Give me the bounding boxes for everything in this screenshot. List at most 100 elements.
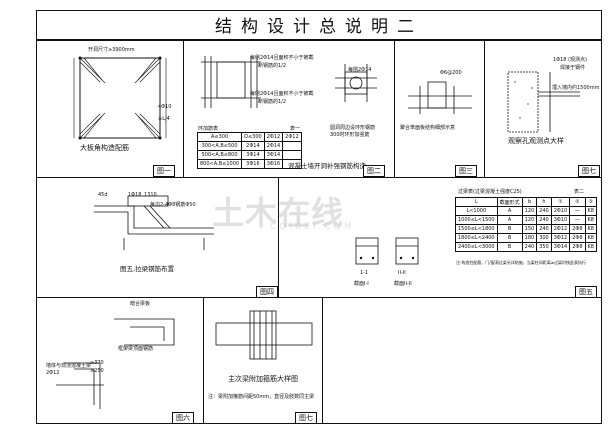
fig7-note5: 墙体与现浇混凝土梁	[46, 363, 92, 369]
table-cell: 2Φ12	[550, 224, 571, 234]
table-cell: 800<A,B≤1000	[196, 159, 243, 169]
table-cell: 2Φ8	[569, 233, 586, 243]
table-cell: 180	[521, 233, 538, 243]
table-cell: 240	[536, 224, 552, 234]
table-cell: D≤300	[241, 132, 265, 142]
fig5-note3: 1310	[144, 192, 157, 198]
fig6-sec-b: 截面II-II	[394, 281, 412, 287]
table-cell: 240	[536, 206, 552, 216]
fig1-dim-top: 开洞尺寸≥3900mm	[88, 47, 135, 53]
fig2-note-b: 每侧2Φ14且面积不小于被截	[250, 91, 314, 97]
fig2-note-c: 每侧2Φ14	[348, 67, 372, 73]
fig2-note-b2: 断钢筋的1/2	[258, 99, 287, 105]
table-cell: K8	[584, 242, 598, 252]
table-cell: 300<A,B≤500	[196, 141, 243, 151]
fig7-note4: ≥250	[90, 368, 104, 374]
fig6-label: 图五	[575, 286, 597, 298]
table-cell: A	[496, 206, 523, 216]
fig5-caption: 图五,拉梁钢筋布置	[120, 265, 175, 273]
fig8-label: 图七	[295, 412, 317, 424]
fig6-table-no: 表二	[574, 189, 585, 195]
fig3-note: 聚合苯面板结构细部示意	[400, 125, 456, 131]
fig1-label: 图一	[153, 165, 175, 177]
fig3-dim: Φ6@200	[440, 70, 462, 76]
fig6-lab-a: 1-1	[360, 270, 369, 276]
fig5-note4: 每边2-4Φ8钢筋Φ50	[150, 202, 196, 208]
table-cell: 3Φ12	[550, 233, 571, 243]
fig7-note2: 框架梁顶面钢筋	[118, 346, 154, 352]
fig7-note3: ≥370	[90, 360, 104, 366]
table-cell: 3Φ10	[550, 215, 571, 225]
fig6-lab-b: II-II	[398, 270, 406, 276]
fig8-note: 注：梁附加箍筋间距50mm，直径及肢数同主梁	[208, 394, 315, 400]
fig4-note2: 焊接于钢件	[560, 65, 586, 71]
table-cell: K8	[584, 206, 598, 216]
fig2-table-header: 表一	[290, 126, 301, 132]
table-cell: 240	[536, 215, 552, 225]
table-cell: A≤300	[196, 132, 243, 142]
watermark-sub: COIBEI.COM	[270, 222, 355, 232]
fig7-note1: 暗合梁板	[130, 301, 151, 307]
fig6-table-title: 过梁表(过梁混凝土强度C25)	[458, 189, 522, 195]
table-cell: K8	[584, 224, 598, 234]
table-cell: 3Φ14	[263, 150, 284, 160]
fig2-label: 图二	[363, 165, 385, 177]
table-header-cell: ③	[584, 197, 598, 207]
table-cell: —	[569, 215, 586, 225]
fig7-note6: 2Φ12	[46, 370, 60, 376]
fig2-note-a: 每侧2Φ14且面积不小于被截	[250, 55, 314, 61]
table-cell: B	[496, 233, 523, 243]
panel-fig6	[278, 177, 602, 298]
table-cell: K8	[584, 215, 598, 225]
fig2-caption: 混凝土墙开洞补强钢筋构造	[288, 162, 366, 170]
table-cell: 3Φ16	[241, 159, 265, 169]
table-cell: 3Φ14	[550, 242, 571, 252]
table-cell: 120	[521, 206, 538, 216]
fig1-corner-reinforcement-drawing	[73, 56, 167, 140]
table-cell	[282, 141, 302, 151]
table-cell: 240	[521, 242, 538, 252]
fig3-detail-drawing	[408, 81, 472, 114]
fig7-slab-detail-drawing	[56, 318, 175, 409]
fig1-dim-side2: ≥L/4	[158, 116, 170, 122]
table-cell: 1000≤L<1500	[455, 215, 498, 225]
table-header-cell: 截面形式	[496, 197, 523, 207]
fig1-caption: 大板角构造配筋	[80, 144, 129, 152]
fig5-label: 图四	[256, 286, 278, 298]
table-cell: 2Φ8	[569, 242, 586, 252]
fig2-table-title: 环加筋表	[198, 126, 219, 132]
fig4-label: 图七	[578, 165, 600, 177]
fig6-note: 注:构造柱配筋、门/窗洞过梁另详结施，当梁柱间距离≥过梁时按此表执行	[456, 260, 587, 265]
fig4-caption: 观察孔观测点大样	[508, 137, 564, 145]
table-cell: 120	[521, 215, 538, 225]
table-header-cell: L	[455, 197, 498, 207]
fig4-note3: 埋入墙内约1500mm	[552, 85, 600, 91]
table-cell: A	[496, 215, 523, 225]
table-cell: 1500≤L<1800	[455, 224, 498, 234]
fig5-note1: 45d	[98, 192, 108, 198]
watermark-main: 土木在线	[212, 194, 345, 232]
table-cell: 2Φ12	[282, 132, 302, 142]
fig1-dim-side: 4Φ10	[158, 104, 172, 110]
table-cell	[282, 150, 302, 160]
table-header-cell: ②	[569, 197, 586, 207]
table-cell: K8	[584, 233, 598, 243]
fig4-observation-point-drawing	[507, 71, 580, 133]
title-bar: 结构设计总说明二	[36, 10, 602, 40]
table-cell: 3Φ14	[241, 150, 265, 160]
table-cell: 500<A,B≤800	[196, 150, 243, 160]
table-cell	[282, 159, 302, 169]
table-header-cell: b	[521, 197, 538, 207]
fig6-section-drawing	[355, 237, 419, 265]
table-header-cell: h	[536, 197, 552, 207]
